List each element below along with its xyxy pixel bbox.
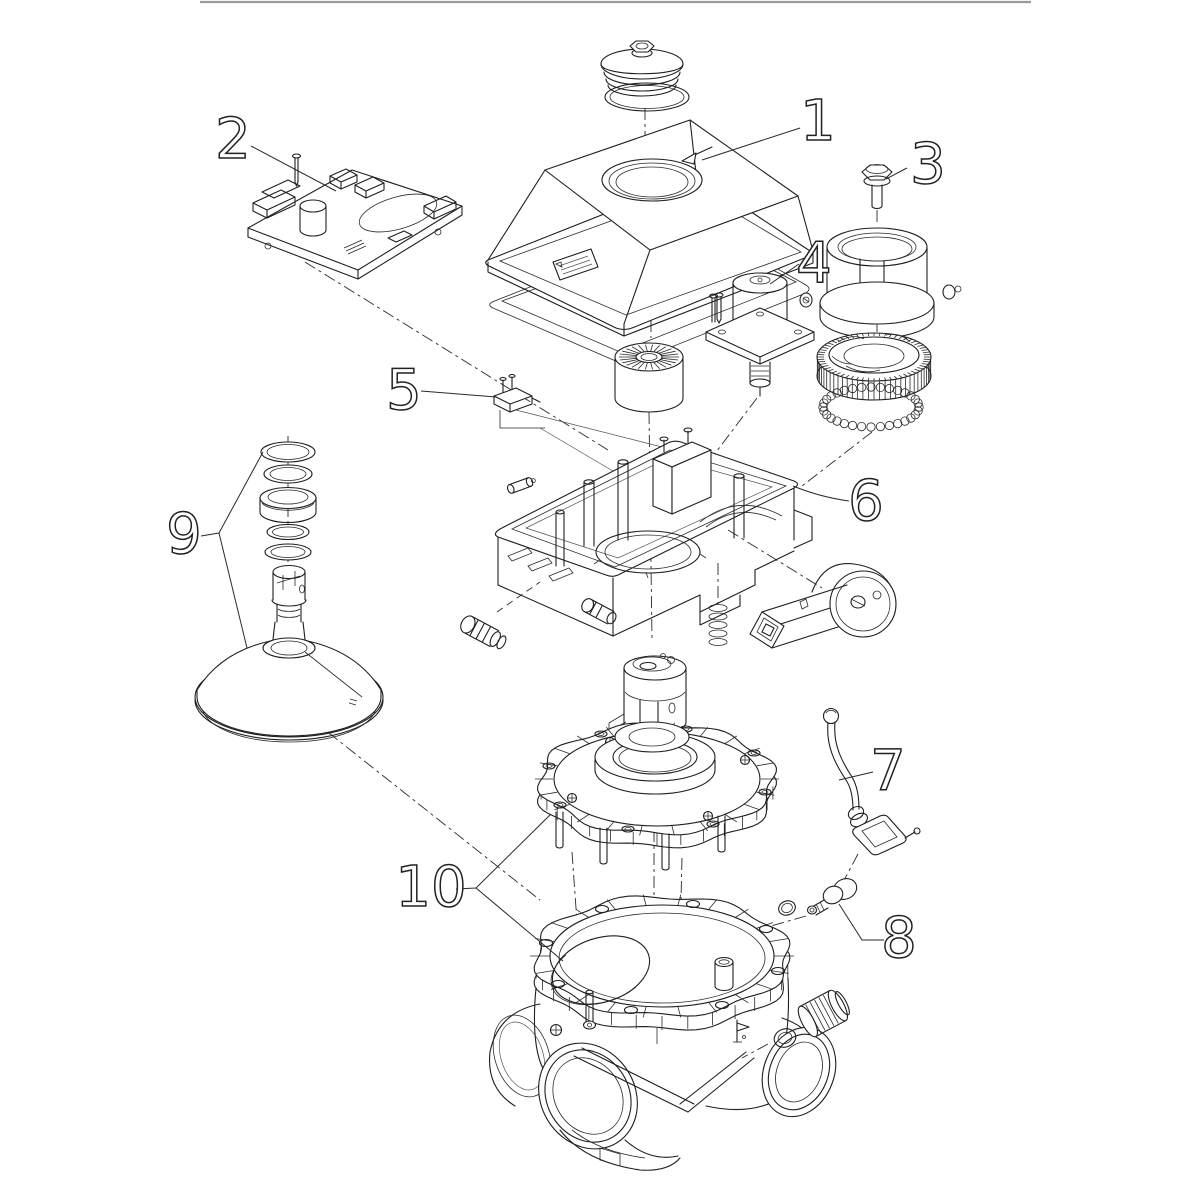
leader-7: [838, 771, 874, 781]
bottom-elbow: [559, 1129, 681, 1171]
pin-header: [343, 239, 367, 255]
cover-window-opening: [601, 158, 703, 202]
leader-3: [885, 167, 908, 180]
inner-mount-tower: [652, 427, 712, 515]
front-left-port: [538, 1042, 638, 1150]
connector: [423, 195, 457, 220]
controller-circuit-board: [247, 153, 463, 280]
warning-triangle-icon: [555, 261, 563, 268]
side-lug-left: [799, 292, 813, 308]
index-gear-ring: [816, 332, 932, 401]
valve-cover-flange: [535, 721, 779, 871]
callout-5: 5: [386, 358, 422, 423]
chip: [387, 230, 413, 243]
side-lug-right: [942, 284, 962, 300]
body-brace: [573, 1028, 755, 1113]
roller-pin: [507, 477, 536, 494]
piston-shaft: [271, 564, 307, 649]
guide-pillars: [555, 459, 745, 567]
cover-label: [552, 248, 599, 281]
relay: [354, 176, 385, 199]
callout-6: 6: [848, 469, 884, 534]
far-left-port: [488, 1003, 552, 1107]
board-screw: [291, 153, 302, 187]
flange-studs: [555, 811, 726, 871]
loose-fitting: [460, 615, 507, 650]
leader-10: [455, 813, 564, 962]
callout-8: 8: [881, 906, 917, 971]
terminal-block: [261, 179, 301, 199]
handle-socket-face: [749, 611, 785, 649]
turbine-rotor: [614, 342, 684, 413]
cam-drum: [799, 227, 962, 339]
valve-body: [488, 894, 850, 1171]
leader-4: [769, 263, 800, 285]
cap-o-ring: [604, 82, 690, 112]
actuator-base-housing: [460, 427, 813, 650]
seal-stack: [259, 436, 317, 562]
flange-bolt-holes: [542, 725, 772, 833]
leader-lines: [200, 127, 908, 962]
latch-tab: [799, 598, 809, 610]
leader-1: [701, 127, 801, 161]
callout-9: 9: [166, 502, 202, 567]
cable-plug: [852, 814, 921, 856]
plug-o-ring: [773, 1028, 797, 1048]
leader-6: [792, 485, 850, 502]
attached-fitting: [581, 598, 617, 625]
cover-screw: [714, 292, 724, 324]
callout-numbers: 1 2 3 4 5 6 7 8 9 10: [165, 88, 946, 972]
leader-9: [200, 451, 264, 649]
center-ring: [595, 530, 701, 574]
callout-1: 1: [800, 89, 836, 154]
flow-direction-mark: [733, 1019, 750, 1043]
bell-mark: [348, 698, 358, 706]
sensor-gland-fitting: [778, 878, 858, 916]
motor-gear-shaft: [749, 361, 771, 397]
arrow-icon: [681, 146, 713, 165]
thrust-washer: [614, 721, 690, 753]
diaphragm-bell: [194, 637, 384, 743]
relay: [329, 168, 358, 190]
micro-switch: [493, 373, 545, 429]
sensor-cable: [822, 707, 921, 856]
wall-vent-slots: [507, 547, 574, 582]
ball-bearing-ring: [818, 382, 924, 432]
terminal-block: [252, 189, 296, 219]
body-screw: [549, 1023, 563, 1037]
callout-7: 7: [870, 739, 906, 804]
leader-2: [250, 145, 337, 192]
handle-head: [811, 563, 894, 593]
callout-10: 10: [395, 855, 466, 920]
leader-8: [838, 903, 884, 941]
callout-2: 2: [215, 107, 251, 172]
manual-handle: [749, 563, 897, 649]
capacitor: [299, 199, 327, 237]
leader-5: [420, 390, 497, 398]
hex-flange-bolt: [861, 164, 893, 210]
rotor-fins: [619, 344, 679, 370]
callout-4: 4: [796, 231, 832, 296]
indicator-knob-cap: [600, 40, 690, 112]
hanging-pin: [582, 989, 597, 1030]
body-interior: [550, 935, 734, 1006]
bell-sector-line: [304, 651, 363, 698]
drive-motor: [705, 272, 815, 397]
hex-nut: [629, 40, 655, 53]
callout-3: 3: [910, 132, 946, 197]
motor-screw: [708, 293, 719, 323]
cam-dome: [699, 505, 783, 528]
fitting-o-ring: [778, 900, 796, 916]
transformer-outline: [358, 193, 438, 233]
return-spring: [708, 604, 728, 646]
threaded-plug: [797, 989, 850, 1038]
top-cover-lid: [485, 119, 814, 365]
